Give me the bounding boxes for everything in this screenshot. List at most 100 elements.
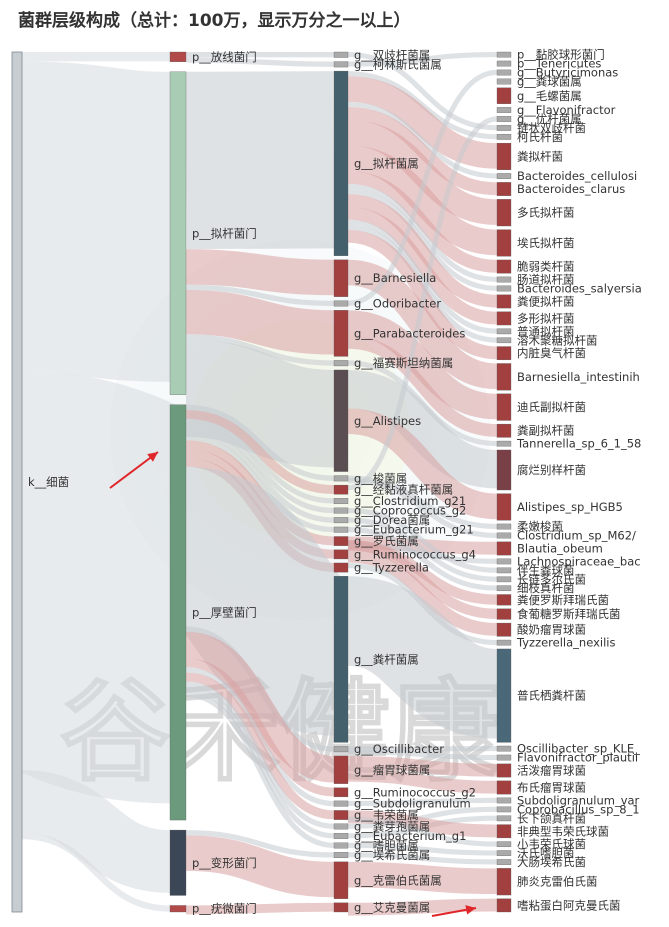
node-2-2[interactable]: g__拟杆菌属	[333, 70, 419, 256]
node-rect-2-9	[333, 484, 349, 495]
node-2-20[interactable]: g__Ruminococcus_g2	[333, 785, 476, 799]
link-82	[347, 898, 498, 916]
node-3-49[interactable]: 沃氏嗜胆菌	[496, 846, 575, 860]
node-2-12[interactable]: g__Dorea菌属	[333, 513, 430, 527]
node-2-18[interactable]: g__Oscillibacter	[333, 742, 444, 756]
node-3-38[interactable]: Tyzzerella_nexilis	[496, 636, 615, 650]
node-2-6[interactable]: g__福赛斯坦纳菌属	[333, 356, 453, 370]
node-2-9[interactable]: g__经黏液真杆菌属	[333, 483, 453, 497]
node-2-7[interactable]: g__Alistipes	[333, 369, 421, 472]
node-3-0[interactable]: p__黏胶球形菌门	[496, 48, 605, 62]
node-3-25[interactable]: Tannerella_sp_6_1_58	[496, 437, 641, 451]
node-2-4[interactable]: g__Odoribacter	[333, 296, 441, 310]
node-2-10[interactable]: g__Clostridium_g21	[333, 494, 466, 508]
node-3-37[interactable]: 酸奶瘤胃球菌	[496, 623, 586, 637]
node-2-24[interactable]: g__Eubacterium_g1	[333, 829, 466, 843]
node-3-52[interactable]: 嗜粘蛋白阿克曼氏菌	[496, 898, 621, 912]
node-3-3[interactable]: g__粪球菌属	[496, 74, 582, 88]
node-2-23[interactable]: g__粪芽孢菌属	[333, 819, 430, 833]
node-1-0[interactable]: p__放线菌门	[169, 50, 257, 64]
node-2-28[interactable]: g__艾克曼菌属	[333, 900, 430, 914]
node-rect-2-16	[333, 562, 349, 573]
node-3-22[interactable]: Barnesiella_intestinih	[496, 363, 640, 391]
node-rect-2-2	[333, 70, 349, 256]
node-3-10[interactable]: Bacteroides_cellulosi	[496, 169, 637, 183]
node-1-3[interactable]: p__变形菌门	[169, 829, 257, 896]
node-3-2[interactable]: g__Butyricimonas	[496, 66, 618, 80]
node-2-1[interactable]: g__柯林斯氏菌属	[333, 57, 442, 71]
node-3-6[interactable]: g__优杆菌属	[496, 112, 582, 126]
node-3-32[interactable]: 伴生粪球菌	[496, 563, 575, 577]
node-rect-3-43	[496, 780, 512, 795]
node-3-29[interactable]: Clostridium_sp_M62/	[496, 529, 636, 543]
node-3-47[interactable]: 非典型韦荣氏球菌	[496, 824, 609, 838]
node-3-20[interactable]: 溶木聚糖拟杆菌	[496, 333, 598, 347]
node-3-26[interactable]: 腐烂别样杆菌	[496, 449, 586, 491]
node-3-33[interactable]: 长链多尔氏菌	[496, 572, 586, 586]
node-3-51[interactable]: 肺炎克雷伯氏菌	[496, 868, 598, 896]
node-2-17[interactable]: g__粪杆菌属	[333, 576, 419, 743]
node-2-8[interactable]: g__梭菌属	[333, 471, 407, 485]
node-2-26[interactable]: g__埃希氏菌属	[333, 848, 430, 862]
node-3-46[interactable]: 长下颌真杆菌	[496, 811, 586, 825]
node-3-12[interactable]: 多氏拟杆菌	[496, 199, 575, 227]
node-3-35[interactable]: 粪便罗斯拜瑞氏菌	[496, 593, 609, 607]
node-2-14[interactable]: g__罗氏菌属	[333, 534, 419, 548]
node-label-2-25: g__嗜胆菌属	[354, 839, 419, 853]
node-1-4[interactable]: p__疣微菌门	[169, 902, 257, 916]
node-2-13[interactable]: g__Eubacterium_g21	[333, 523, 474, 537]
node-3-4[interactable]: g__毛螺菌属	[496, 87, 582, 104]
node-3-1[interactable]: p__Tenericutes	[496, 57, 601, 71]
node-3-30[interactable]: Blautia_obeum	[496, 541, 603, 555]
node-3-40[interactable]: Oscillibacter_sp_KLE_	[496, 742, 640, 756]
node-3-19[interactable]: 普通拟杆菌	[496, 324, 575, 338]
node-2-5[interactable]: g__Parabacteroides	[333, 310, 465, 357]
node-2-21[interactable]: g__Subdoligranulum	[333, 797, 471, 811]
node-3-27[interactable]: Alistipes_sp_HGB5	[496, 493, 623, 521]
node-2-25[interactable]: g__嗜胆菌属	[333, 839, 419, 853]
node-3-15[interactable]: 肠道拟杆菌	[496, 273, 575, 287]
node-3-16[interactable]: Bacteroides_salyersia	[496, 281, 642, 295]
node-3-36[interactable]: 食葡糖罗斯拜瑞氏菌	[496, 607, 621, 621]
node-3-13[interactable]: 埃氏拟杆菌	[496, 229, 575, 257]
node-3-23[interactable]: 迪氏副拟杆菌	[496, 393, 586, 421]
node-3-28[interactable]: 柔嫩梭菌	[496, 520, 563, 534]
node-3-34[interactable]: 细枝真杆菌	[496, 581, 575, 595]
node-2-22[interactable]: g__韦荣菌属	[333, 808, 419, 822]
node-3-45[interactable]: Coprobacillus_sp_8_1	[496, 802, 640, 816]
node-3-5[interactable]: g__Flavonifractor	[496, 103, 616, 117]
node-2-0[interactable]: g__双歧杆菌属	[333, 48, 430, 62]
node-3-18[interactable]: 多形拟杆菌	[496, 311, 575, 325]
node-3-39[interactable]: 普氏栖粪杆菌	[496, 648, 586, 743]
node-2-19[interactable]: g__瘤胃球菌属	[333, 755, 430, 784]
node-3-48[interactable]: 小韦荣氏球菌	[496, 837, 586, 851]
node-3-7[interactable]: 链状双歧杆菌	[496, 121, 586, 135]
node-3-17[interactable]: 粪便拟杆菌	[496, 294, 575, 308]
node-3-8[interactable]: 柯氏杆菌	[496, 130, 563, 144]
node-1-2[interactable]: p__厚壁菌门	[169, 404, 257, 821]
node-2-16[interactable]: g__Tyzzerella	[333, 561, 429, 575]
node-1-1[interactable]: p__拟杆菌门	[169, 71, 257, 395]
node-2-15[interactable]: g__Ruminococcus_g4	[333, 547, 476, 561]
node-2-11[interactable]: g__Coprococcus_g2	[333, 504, 466, 518]
node-0-0[interactable]: k__细菌	[11, 51, 69, 913]
node-3-21[interactable]: 内脏臭气杆菌	[496, 346, 586, 360]
node-3-43[interactable]: 布氏瘤胃球菌	[496, 780, 586, 795]
node-label-2-10: g__Clostridium_g21	[354, 494, 466, 508]
node-3-44[interactable]: Subdoligranulum_var	[496, 793, 640, 807]
link-78	[347, 816, 498, 847]
node-rect-3-49	[496, 850, 512, 856]
node-3-31[interactable]: Lachnospiraceae_bac	[496, 554, 641, 568]
node-3-41[interactable]: Flavonifractor_plautii	[496, 751, 638, 765]
node-3-11[interactable]: Bacteroides_clarus	[496, 182, 625, 196]
node-rect-3-36	[496, 608, 512, 620]
node-2-27[interactable]: g__克雷伯氏菌属	[333, 861, 442, 899]
node-3-24[interactable]: 粪副拟杆菌	[496, 424, 575, 438]
link-27	[185, 672, 335, 820]
node-3-50[interactable]: 大肠埃希氏菌	[496, 855, 586, 869]
node-3-42[interactable]: 活泼瘤胃球菌	[496, 764, 586, 778]
node-3-14[interactable]: 脆弱类杆菌	[496, 260, 575, 274]
node-2-3[interactable]: g__Barnesiella	[333, 259, 436, 297]
node-3-9[interactable]: 粪拟杆菌	[496, 142, 563, 170]
node-rect-2-26	[333, 852, 349, 858]
